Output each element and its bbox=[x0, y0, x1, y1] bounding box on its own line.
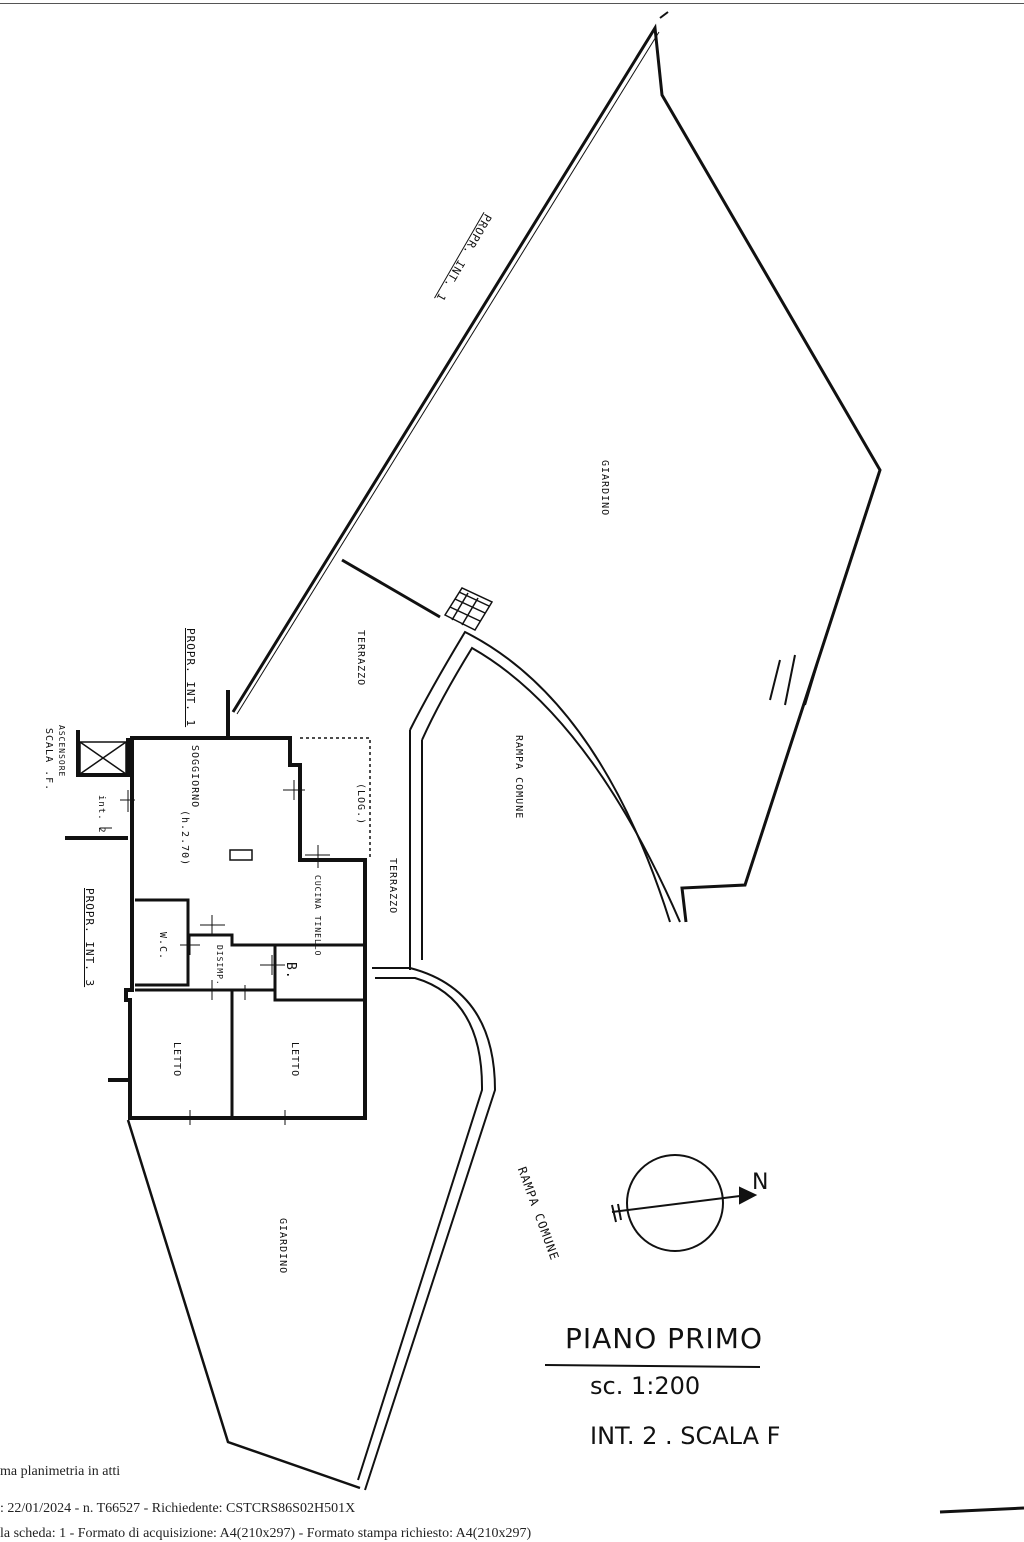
room-label-disimp: DISIMP. bbox=[215, 945, 224, 986]
garden-boundary-lower bbox=[126, 1119, 361, 1490]
label-propr-int-3: PROPR. INT. 3 bbox=[83, 888, 96, 988]
room-label-letto-2: LETTO bbox=[289, 1042, 300, 1078]
footer-line-2: : 22/01/2024 - n. T66527 - Richiedente: … bbox=[0, 1501, 356, 1516]
footer-line-3: la scheda: 1 - Formato di acquisizione: … bbox=[0, 1526, 532, 1541]
stairs-icon bbox=[443, 587, 494, 631]
label-propr-int-1: PROPR. INT. 1 bbox=[184, 628, 197, 728]
garden-boundary-upper bbox=[231, 23, 882, 923]
room-label-giardino-lower: GIARDINO bbox=[277, 1218, 288, 1275]
room-label-terrazzo-side: TERRAZZO bbox=[387, 858, 398, 915]
room-label-loggia: (LOG.) bbox=[355, 783, 366, 826]
ramp-upper-wall bbox=[409, 630, 671, 923]
label-int: int. 2 bbox=[96, 795, 106, 834]
room-label-rampa-comune: RAMPA COMUNE bbox=[513, 735, 524, 820]
room-label-soggiorno-height: (h.2.70) bbox=[179, 810, 190, 867]
room-label-wc: W.C. bbox=[157, 932, 168, 961]
compass-north-label: N bbox=[752, 1170, 769, 1195]
plan-scale: sc. 1:200 bbox=[590, 1372, 701, 1400]
compass-icon bbox=[611, 1154, 758, 1252]
room-label-terrazzo: TERRAZZO bbox=[355, 630, 366, 687]
room-label-giardino: GIARDINO bbox=[599, 460, 610, 517]
elevator-icon bbox=[79, 741, 127, 775]
room-label-soggiorno: SOGGIORNO bbox=[189, 745, 200, 809]
door-marks bbox=[100, 780, 330, 1125]
apartment-walls bbox=[65, 690, 367, 1120]
footer-line-1: ma planimetria in atti bbox=[0, 1464, 121, 1479]
room-label-cucina: CUCINA TINELLO bbox=[313, 875, 322, 957]
room-label-bagno: B. bbox=[283, 962, 298, 980]
room-label-letto-1: LETTO bbox=[171, 1042, 182, 1078]
label-scala: SCALA .F. bbox=[43, 728, 54, 792]
page-top-border bbox=[0, 3, 1024, 4]
label-ascensore: ASCENSORE bbox=[57, 725, 66, 778]
ramp-lower-wall bbox=[364, 967, 497, 1491]
terrace-divider bbox=[341, 558, 441, 619]
interior-walls bbox=[135, 898, 365, 1118]
plan-title: PIANO PRIMO bbox=[565, 1322, 763, 1355]
plan-unit: INT. 2 . SCALA F bbox=[590, 1422, 781, 1450]
